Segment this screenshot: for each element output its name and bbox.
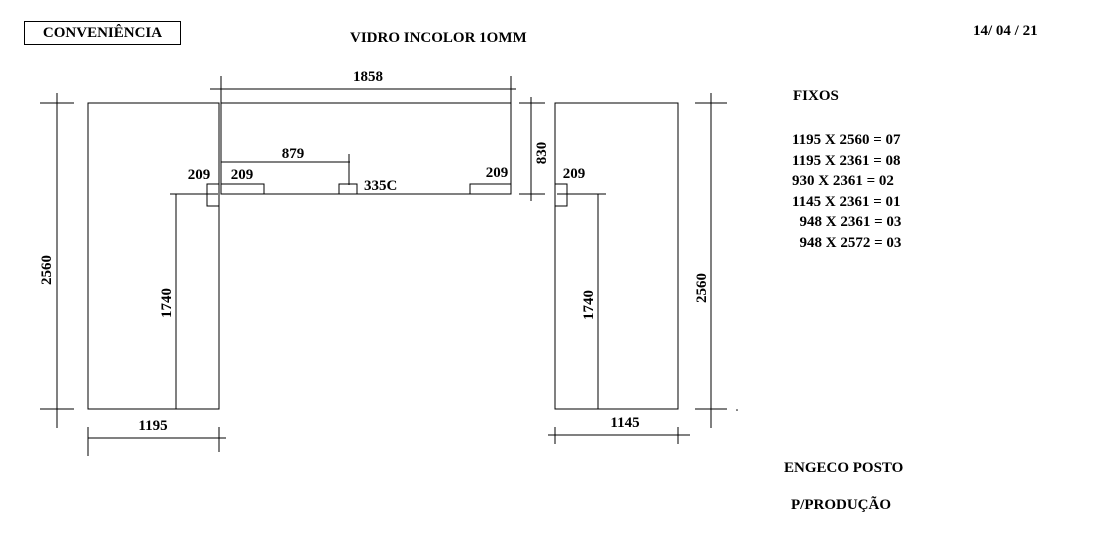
right-height-label: 2560 (694, 273, 710, 303)
top-notch-left-label: 209 (231, 167, 254, 183)
fixos-list: 1195 X 2560 = 07 1195 X 2361 = 08 930 X … (792, 130, 901, 254)
left-width-label: 1195 (138, 418, 167, 434)
left-notch-label: 209 (188, 167, 211, 183)
right-panel-outline (554, 102, 679, 410)
fixos-item: 930 X 2361 = 02 (792, 173, 894, 190)
production-note: P/PRODUÇÃO (791, 497, 891, 513)
left-height-label: 2560 (39, 255, 55, 285)
fixos-item: 948 X 2572 = 03 (792, 234, 902, 251)
fixos-item: 1145 X 2361 = 01 (792, 193, 901, 210)
left-inner-height-label: 1740 (159, 288, 175, 318)
right-notch (554, 183, 568, 207)
top-notch-right (469, 183, 512, 195)
client-name: ENGECO POSTO (784, 460, 904, 476)
fixos-title: FIXOS (793, 88, 839, 104)
top-panel-outline (220, 102, 512, 195)
top-height-label: 830 (534, 142, 550, 165)
right-width-label: 1145 (610, 415, 639, 431)
left-notch (206, 183, 220, 207)
top-offset-label: 879 (282, 146, 305, 162)
top-width-label: 1858 (353, 69, 383, 85)
top-notch-right-label: 209 (486, 165, 509, 181)
date: 14/ 04 / 21 (973, 23, 1038, 39)
top-notch-center (338, 183, 358, 195)
section-label: CONVENIÊNCIA (24, 21, 181, 45)
right-inner-height-label: 1740 (581, 290, 597, 320)
top-center-label: 335C (364, 178, 397, 194)
top-notch-left (220, 183, 265, 195)
fixos-item: 948 X 2361 = 03 (792, 214, 902, 231)
left-panel-outline (87, 102, 220, 410)
fixos-item: 1195 X 2361 = 08 (792, 152, 901, 169)
right-notch-label: 209 (563, 166, 586, 182)
fixos-item: 1195 X 2560 = 07 (792, 132, 901, 148)
glass-type-title: VIDRO INCOLOR 1OMM (350, 30, 527, 46)
